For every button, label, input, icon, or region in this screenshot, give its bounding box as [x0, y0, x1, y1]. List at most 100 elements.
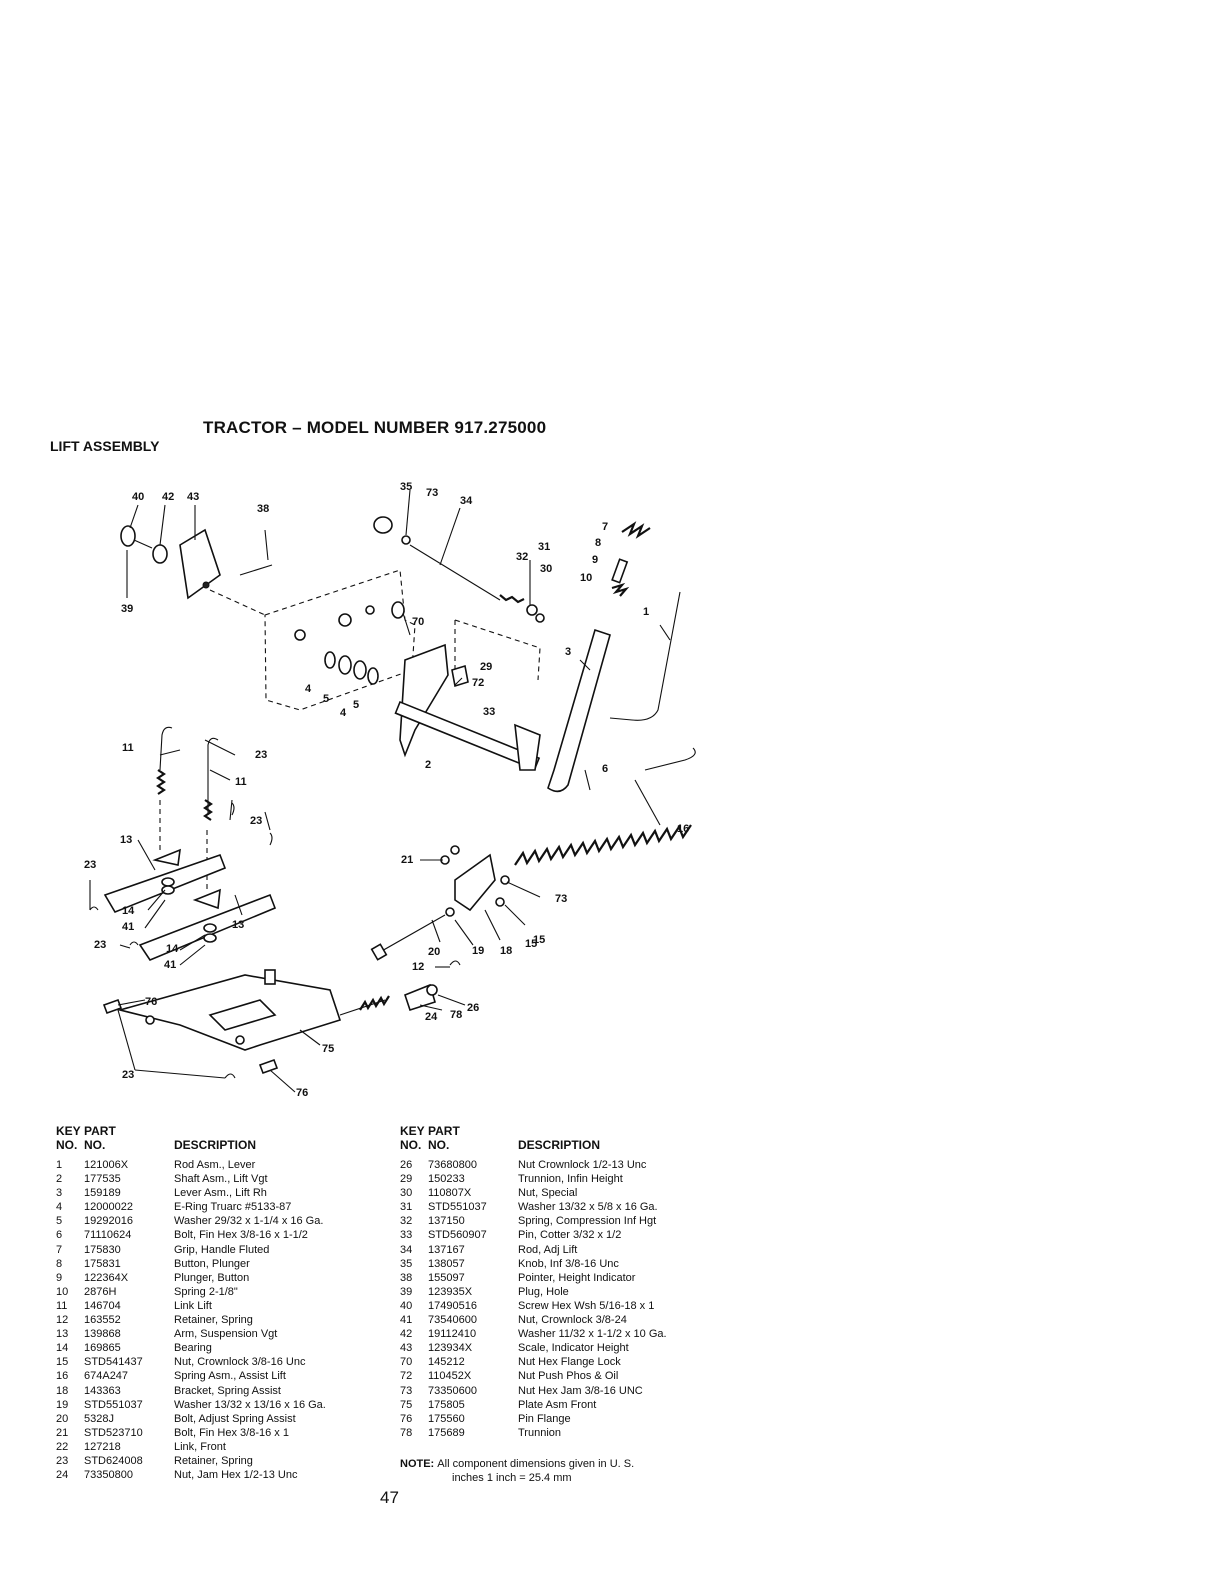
- key-cell: 22: [56, 1440, 69, 1453]
- part-number-cell: 175805: [428, 1398, 465, 1411]
- lift-assembly-diagram: 40 42 43 38 39 35 73 34 31 32 30 7 8 9 1…: [84, 481, 696, 1099]
- callout-label: 34: [460, 495, 473, 507]
- callout-label: 16: [677, 823, 689, 835]
- description-cell: Knob, Inf 3/8-16 Unc: [518, 1257, 619, 1270]
- part-number-cell: 137167: [428, 1243, 465, 1256]
- callout-label: 18: [500, 945, 512, 957]
- callout-label: 43: [187, 491, 199, 503]
- part-number-cell: 73350600: [428, 1384, 477, 1397]
- callout-label: 24: [425, 1011, 438, 1023]
- key-cell: 41: [400, 1314, 413, 1327]
- callout-label: 4: [340, 707, 347, 719]
- callout-label: 9: [592, 554, 598, 566]
- part-number-cell: 175560: [428, 1412, 465, 1425]
- description-cell: Washer 29/32 x 1-1/4 x 16 Ga.: [174, 1215, 324, 1228]
- header-description: DESCRIPTION: [174, 1138, 257, 1152]
- note-line-2: inches 1 inch = 25.4 mm: [452, 1472, 572, 1484]
- description-cell: Bearing: [174, 1342, 212, 1355]
- description-cell: Plunger, Button: [174, 1271, 250, 1284]
- part-number-cell: 5328J: [84, 1412, 114, 1425]
- description-cell: Spring 2-1/8": [174, 1285, 238, 1298]
- description-cell: Bolt, Fin Hex 3/8-16 x 1: [174, 1426, 289, 1439]
- header-part: PART: [428, 1124, 460, 1138]
- callout-label: 20: [428, 946, 440, 958]
- description-cell: Pin, Cotter 3/32 x 1/2: [518, 1229, 622, 1242]
- callout-label: 32: [516, 551, 528, 563]
- description-cell: Nut, Special: [518, 1187, 578, 1200]
- part-number-cell: 122364X: [84, 1271, 129, 1284]
- header-part: PART: [84, 1124, 116, 1138]
- leader-lines: [89, 489, 671, 1093]
- header-part-no: NO.: [84, 1138, 106, 1152]
- part-number-cell: 73680800: [428, 1159, 477, 1171]
- key-cell: 16: [56, 1370, 69, 1383]
- part-number-cell: 155097: [428, 1271, 465, 1284]
- callout-label: 5: [353, 699, 359, 711]
- callout-label: 23: [94, 939, 106, 951]
- description-cell: Washer 13/32 x 13/16 x 16 Ga.: [174, 1398, 326, 1411]
- description-cell: Screw Hex Wsh 5/16-18 x 1: [518, 1299, 655, 1312]
- key-cell: 21: [56, 1426, 69, 1439]
- part-number-cell: 110452X: [428, 1370, 472, 1383]
- key-cell: 23: [56, 1454, 69, 1467]
- callout-label: 29: [480, 661, 492, 673]
- key-cell: 72: [400, 1370, 413, 1383]
- callout-label: 72: [472, 677, 484, 689]
- key-cell: 78: [400, 1426, 413, 1439]
- callout-label: 10: [580, 572, 592, 584]
- description-cell: Button, Plunger: [174, 1257, 250, 1270]
- page-number: 47: [380, 1488, 399, 1507]
- key-cell: 30: [400, 1187, 413, 1200]
- key-cell: 1: [56, 1159, 63, 1171]
- description-cell: Lever Asm., Lift Rh: [174, 1187, 267, 1200]
- callout-label: 26: [467, 1002, 479, 1014]
- key-cell: 38: [400, 1271, 413, 1284]
- assist-spring: [514, 824, 692, 866]
- callout-labels: 40 42 43 38 39 35 73 34 31 32 30 7 8 9 1…: [84, 481, 689, 1099]
- key-cell: 2: [56, 1173, 63, 1186]
- description-cell: Grip, Handle Fluted: [174, 1243, 270, 1256]
- callout-label: 12: [412, 961, 424, 973]
- description-cell: Washer 13/32 x 5/8 x 16 Ga.: [518, 1201, 658, 1214]
- description-cell: Retainer, Spring: [174, 1314, 253, 1327]
- description-cell: Link Lift: [174, 1299, 212, 1312]
- key-cell: 9: [56, 1271, 63, 1284]
- part-number-cell: STD541437: [84, 1356, 143, 1369]
- key-cell: 43: [400, 1342, 413, 1355]
- key-cell: 75: [400, 1398, 413, 1411]
- part-number-cell: 123935X: [428, 1285, 473, 1298]
- key-cell: 14: [56, 1342, 69, 1355]
- part-number-cell: 175831: [84, 1257, 121, 1270]
- description-cell: Scale, Indicator Height: [518, 1342, 629, 1355]
- part-number-cell: 177535: [84, 1173, 121, 1186]
- description-cell: Nut Push Phos & Oil: [518, 1370, 619, 1383]
- callout-label: 13: [120, 834, 132, 846]
- callout-label: 31: [538, 541, 550, 553]
- header-key-no: NO.: [400, 1138, 422, 1152]
- callout-label: 42: [162, 491, 174, 503]
- part-number-cell: STD551037: [428, 1201, 487, 1214]
- callout-label: 6: [602, 763, 608, 775]
- part-number-cell: 674A247: [84, 1370, 129, 1383]
- part-number-cell: 12000022: [84, 1201, 133, 1214]
- part-number-cell: 73350800: [84, 1469, 133, 1482]
- callout-label: 19: [472, 945, 484, 957]
- part-number-cell: 127218: [84, 1440, 121, 1453]
- dimension-note: NOTE: All component dimensions given in …: [400, 1457, 634, 1485]
- header-key: KEY: [400, 1124, 425, 1138]
- callout-label: 41: [122, 921, 134, 933]
- callout-label: 38: [257, 503, 269, 515]
- key-cell: 10: [56, 1285, 69, 1298]
- part-number-cell: 137150: [428, 1215, 465, 1228]
- description-cell: Bolt, Fin Hex 3/8-16 x 1-1/2: [174, 1229, 308, 1242]
- part-number-cell: 73540600: [428, 1314, 477, 1327]
- callout-label: 2: [425, 759, 431, 771]
- part-number-cell: 146704: [84, 1299, 121, 1312]
- key-cell: 6: [56, 1229, 63, 1242]
- description-cell: E-Ring Truarc #5133-87: [174, 1201, 292, 1214]
- part-number-cell: STD523710: [84, 1426, 143, 1439]
- callout-label: 35: [400, 481, 412, 493]
- description-cell: Trunnion, Infin Height: [518, 1173, 623, 1186]
- part-number-cell: 169865: [84, 1342, 121, 1355]
- key-cell: 33: [400, 1229, 413, 1242]
